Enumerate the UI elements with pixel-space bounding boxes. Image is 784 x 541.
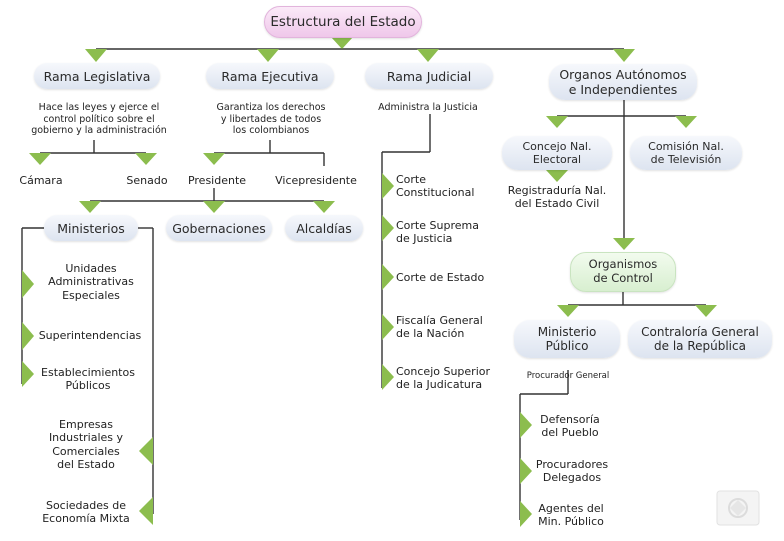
ministerio-item: Unidades Administrativas Especiales (48, 262, 134, 302)
judicial-item: Fiscalía General de la Nación (396, 314, 483, 341)
descripcion-judicial: Administra la Justicia (378, 102, 478, 113)
vicepresidente-label: Vicepresidente (275, 174, 357, 187)
ministerio-publico-node: Ministerio Público (514, 320, 620, 358)
alcaldias-node: Alcaldías (285, 215, 363, 241)
rama-legislativa-node: Rama Legislativa (34, 63, 160, 89)
ministerio-item: Establecimientos Públicos (41, 366, 135, 393)
ministerio-publico-item: Defensoría del Pueblo (540, 413, 600, 440)
descripcion-legislativa: Hace las leyes y ejerce el control polít… (31, 102, 167, 137)
camara-label: Cámara (19, 174, 63, 187)
registraduria-label: Registraduría Nal. del Estado Civil (507, 184, 607, 211)
presidente-label: Presidente (187, 174, 247, 187)
procurador-general-label: Procurador General (526, 371, 610, 381)
rama-judicial-node: Rama Judicial (365, 63, 493, 89)
senado-label: Senado (126, 174, 168, 187)
descripcion-ejecutiva: Garantiza los derechos y libertades de t… (216, 102, 326, 137)
judicial-item: Corte Constitucional (396, 173, 475, 200)
organismos-control-node: Organismos de Control (570, 252, 676, 292)
ministerio-publico-item: Procuradores Delegados (535, 458, 609, 485)
ministerios-node: Ministerios (44, 215, 138, 241)
empresa-item: Sociedades de Economía Mixta (42, 499, 130, 526)
empresa-item: Empresas Industriales y Comerciales del … (48, 418, 124, 472)
rama-ejecutiva-node: Rama Ejecutiva (206, 63, 334, 89)
ministerio-publico-item: Agentes del Min. Público (538, 502, 604, 529)
judicial-item: Corte Suprema de Justicia (396, 219, 479, 246)
judicial-item: Concejo Superior de la Judicatura (396, 365, 491, 392)
comision-television-node: Comisión Nal. de Televisión (630, 136, 742, 170)
organos-autonomos-node: Organos Autónomos e Independientes (549, 64, 697, 100)
gobernaciones-node: Gobernaciones (166, 215, 272, 241)
concejo-electoral-node: Concejo Nal. Electoral (502, 136, 612, 170)
watermark-logo-icon (713, 488, 763, 528)
judicial-item: Corte de Estado (396, 271, 485, 284)
ministerio-item: Superintendencias (38, 329, 142, 342)
contraloria-node: Contraloría General de la República (628, 320, 772, 358)
title-estructura-del-estado: Estructura del Estado (264, 6, 422, 38)
